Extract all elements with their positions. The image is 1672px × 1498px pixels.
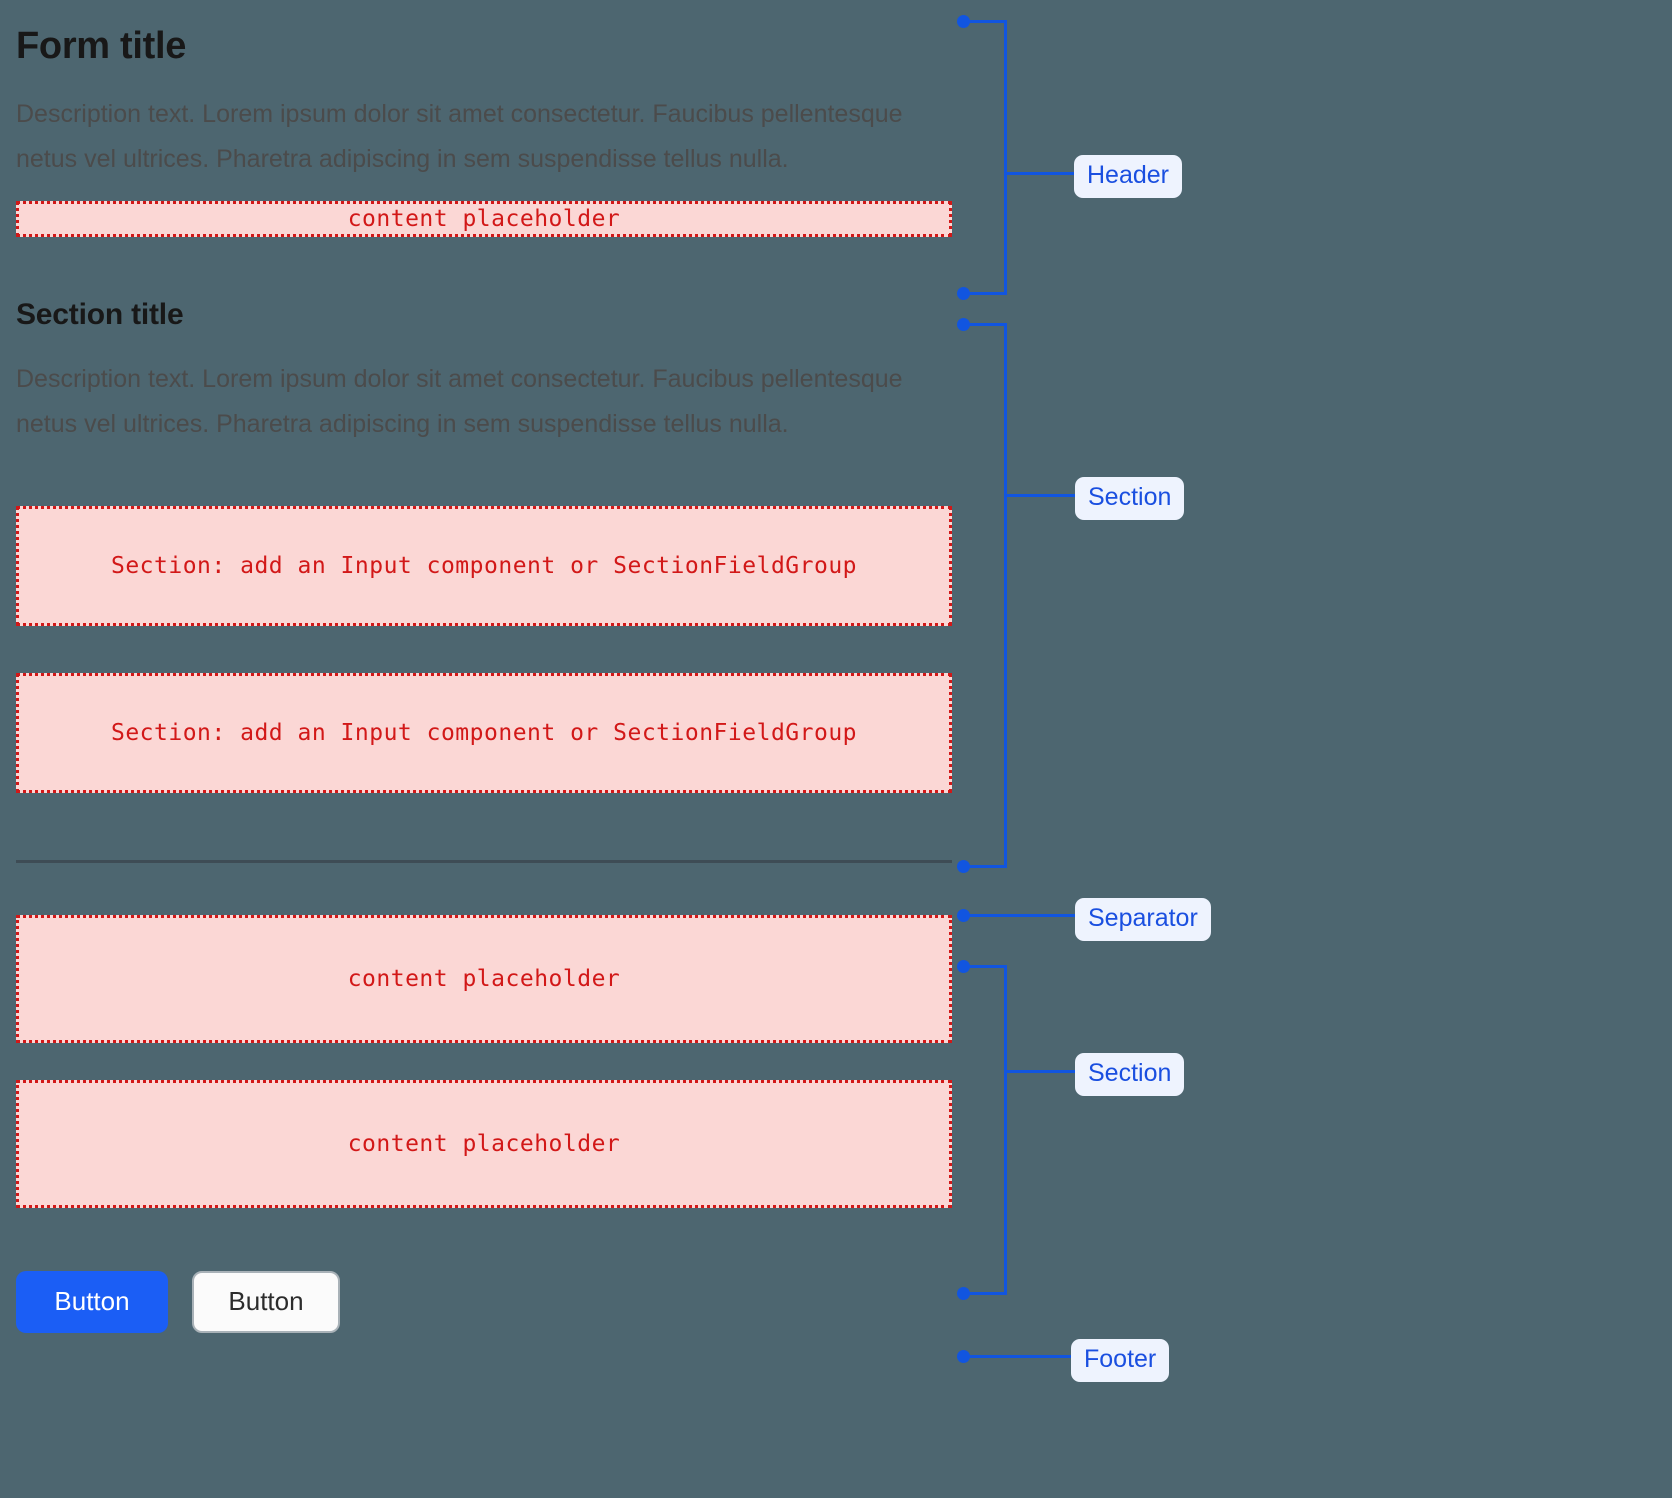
form-section-one: Section title Description text. Lorem ip… (16, 297, 952, 793)
annotation-label-separator: Separator (1075, 898, 1211, 942)
annotation-leader-section-two (1004, 1070, 1075, 1073)
annotation-dot-footer (957, 1350, 970, 1363)
annotation-leader-header (1004, 172, 1074, 175)
annotation-spine-header (1004, 20, 1007, 295)
annotation-dot-separator (957, 909, 970, 922)
annotation-line-section-one-bottom (968, 865, 1007, 868)
separator (16, 859, 952, 863)
section-content-placeholder: content placeholder (16, 914, 952, 1043)
form-container: Form title Description text. Lorem ipsum… (16, 0, 952, 1333)
section-field-placeholder: Section: add an Input component or Secti… (16, 672, 952, 793)
section-description: Description text. Lorem ipsum dolor sit … (16, 364, 903, 439)
annotation-spine-section-two (1004, 965, 1007, 1295)
section-title: Section title (16, 297, 184, 331)
section-content-placeholder: content placeholder (16, 1079, 952, 1208)
annotation-leader-footer (968, 1355, 1071, 1358)
annotation-dot-section-one-bottom (957, 860, 970, 873)
header-content-placeholder: content placeholder (16, 200, 952, 237)
annotation-line-section-two-bottom (968, 1292, 1007, 1295)
form-description: Description text. Lorem ipsum dolor sit … (16, 99, 903, 174)
annotation-dot-header-top (957, 15, 970, 28)
annotation-dot-section-one-top (957, 318, 970, 331)
annotation-dot-section-two-top (957, 960, 970, 973)
annotation-label-section-two: Section (1075, 1053, 1185, 1097)
form-footer: Button Button (16, 1270, 952, 1333)
annotation-leader-section-one (1004, 494, 1075, 497)
page-title: Form title (16, 25, 187, 67)
annotation-dot-section-two-bottom (957, 1287, 970, 1300)
annotation-leader-separator (968, 914, 1075, 917)
annotation-label-section-one: Section (1075, 477, 1185, 521)
annotation-label-footer: Footer (1071, 1339, 1170, 1383)
annotation-line-section-two-top (968, 965, 1007, 968)
annotation-spine-section-one (1004, 323, 1007, 868)
annotation-line-header-top (968, 20, 1007, 23)
annotation-label-header: Header (1074, 155, 1182, 199)
annotation-dot-header-bottom (957, 287, 970, 300)
form-section-two: content placeholder content placeholder (16, 914, 952, 1208)
primary-button[interactable]: Button (16, 1270, 168, 1333)
annotation-line-header-bottom (968, 292, 1007, 295)
section-field-placeholder: Section: add an Input component or Secti… (16, 505, 952, 626)
form-header: Form title Description text. Lorem ipsum… (16, 0, 952, 237)
annotation-line-section-one-top (968, 323, 1007, 326)
secondary-button[interactable]: Button (192, 1270, 340, 1333)
